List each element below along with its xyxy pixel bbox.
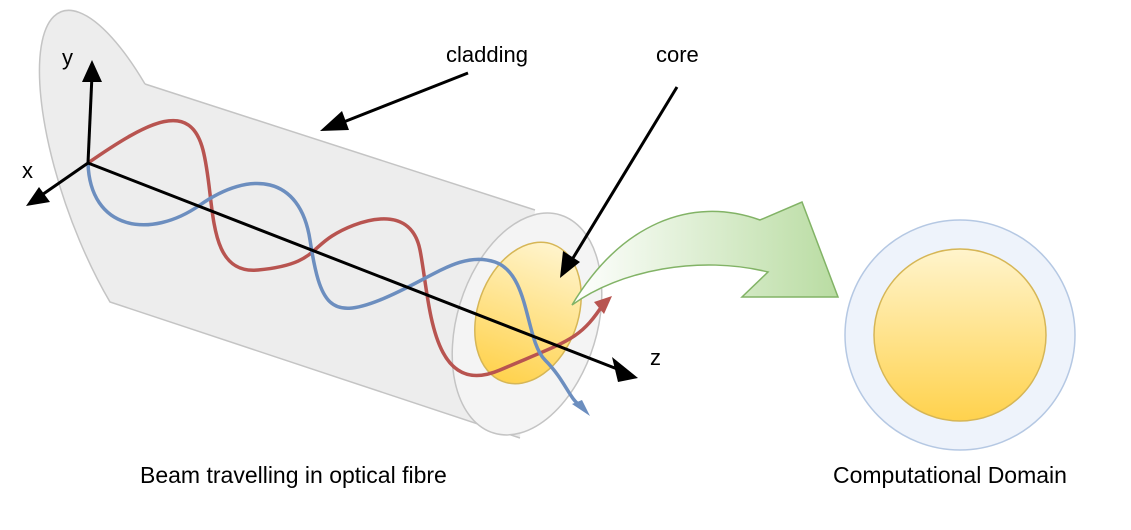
core-label: core — [656, 42, 699, 67]
core-pointer-line — [568, 86, 679, 264]
transfer-arrow — [571, 201, 840, 306]
red-wave — [87, 118, 606, 378]
coordinate-axes: y x z — [22, 45, 661, 382]
right-caption: Computational Domain — [833, 462, 1067, 488]
z-axis-line — [87, 161, 626, 374]
y-axis-arrowhead — [82, 60, 102, 82]
x-axis-line — [35, 161, 89, 201]
cladding-pointer-arrowhead — [320, 111, 349, 131]
fibre-cylinder — [38, 9, 603, 439]
z-axis-label: z — [650, 345, 661, 370]
y-axis-line — [86, 74, 94, 164]
z-axis-arrowhead — [612, 357, 638, 382]
computational-domain — [844, 219, 1076, 451]
y-axis-label: y — [62, 45, 73, 70]
blue-wave-arrowhead — [572, 400, 590, 416]
x-axis-arrowhead — [26, 187, 50, 206]
cladding-label: cladding — [446, 42, 528, 67]
red-wave-arrowhead — [594, 296, 612, 314]
x-axis-label: x — [22, 158, 33, 183]
domain-cladding-ring-outline — [844, 219, 1076, 451]
cladding-pointer-line — [335, 71, 469, 127]
left-caption: Beam travelling in optical fibre — [140, 462, 447, 488]
domain-core-disc — [873, 248, 1047, 422]
callouts: cladding core — [320, 42, 699, 278]
cladding-body — [39, 10, 535, 439]
cladding-outline — [38, 9, 536, 439]
core-pointer-arrowhead — [560, 251, 580, 278]
